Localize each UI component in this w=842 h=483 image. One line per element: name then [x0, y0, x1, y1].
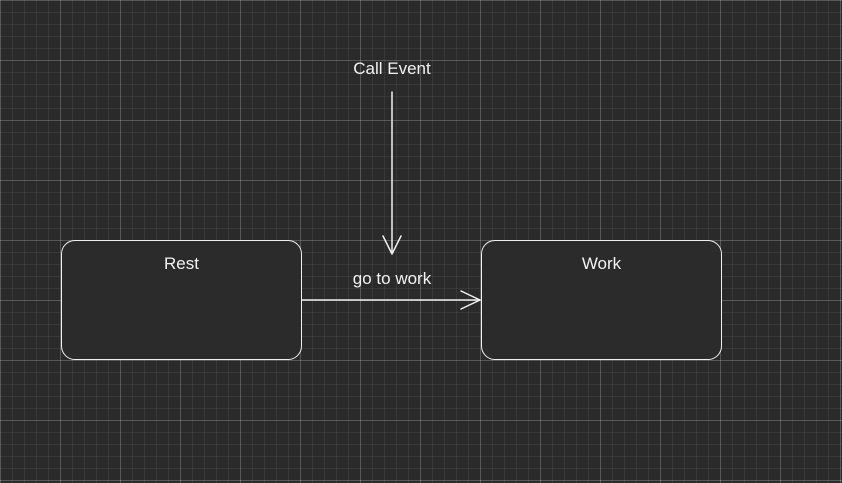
- transition-label-go-to-work[interactable]: go to work: [352, 269, 432, 288]
- state-work-label: Work: [581, 254, 622, 273]
- transition-arrow-rest-to-work[interactable]: [301, 290, 481, 310]
- state-work[interactable]: Work: [481, 240, 722, 360]
- state-rest-label: Rest: [164, 254, 199, 273]
- call-event-arrow[interactable]: [382, 91, 402, 255]
- call-event-label[interactable]: Call Event: [353, 59, 431, 78]
- state-rest[interactable]: Rest: [61, 240, 302, 360]
